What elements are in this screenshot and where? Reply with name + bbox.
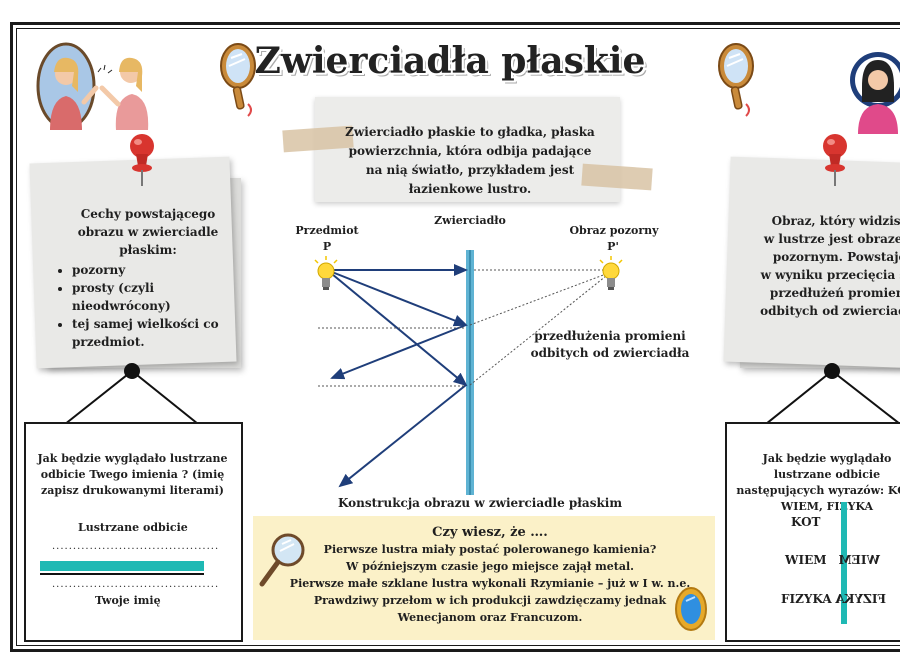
- intro-note: [315, 97, 620, 202]
- fact-line: W późniejszym czasie jego miejsce zajął …: [346, 560, 634, 573]
- virtual-image-text: Obraz, który widzisz w lustrze jest obra…: [760, 214, 900, 318]
- word-original: FIZYKA: [781, 592, 832, 606]
- did-you-know-heading: Czy wiesz, że ….: [432, 525, 548, 540]
- pushpin-icon: [823, 134, 847, 186]
- oval-mirror-icon: [675, 587, 707, 631]
- page-frame-inner: [16, 28, 900, 646]
- word-mirrored: WIEM: [838, 553, 880, 567]
- pushpin-icon: [130, 134, 154, 186]
- intro-text: Zwierciadło płaskie to gładka, płaska po…: [345, 125, 595, 196]
- word-original: WIEM: [785, 553, 827, 567]
- object-symbol: P: [322, 240, 332, 253]
- image-symbol: P': [607, 240, 619, 253]
- word-mirrored: FIZYKA: [835, 592, 886, 606]
- name-exercise-box: [24, 422, 243, 642]
- object-label: Przedmiot: [295, 224, 359, 237]
- mirror-line: [841, 502, 847, 624]
- feature-item: pozorny: [72, 261, 238, 279]
- round-mirror-icon: [259, 533, 305, 587]
- answer-line: ........................................: [52, 541, 220, 552]
- light-bulb-icon: [314, 256, 338, 290]
- mirror-label: Zwierciadło: [434, 214, 506, 227]
- fact-line: Prawdziwy przełom w ich produkcji zawdzi…: [313, 594, 667, 607]
- answer-strip: [40, 561, 204, 571]
- ray-diagram: [318, 250, 607, 495]
- words-question: Jak będzie wyglądało lustrzane odbicie n…: [736, 452, 900, 513]
- girls-mirror-illustration: [36, 42, 149, 130]
- name-question: Jak będzie wyglądało lustrzane odbicie T…: [37, 452, 228, 497]
- words-exercise-box: [725, 422, 900, 642]
- page-frame: [10, 22, 900, 652]
- did-you-know-text: Czy wiesz, że …. Pierwsze lustra miały p…: [285, 524, 695, 626]
- extension-label: przedłużenia promieni odbitych od zwierc…: [530, 329, 690, 360]
- girl-avatar-icon: [850, 52, 900, 134]
- your-name-label: Twoje imię: [95, 594, 161, 607]
- diagram-caption: Konstrukcja obrazu w zwierciadle płaskim: [337, 496, 623, 510]
- fact-line: Pierwsze lustra miały postać polerowaneg…: [323, 543, 657, 556]
- answer-line: ........................................: [52, 579, 220, 590]
- feature-item: tej samej wielkości co przedmiot.: [72, 315, 238, 351]
- fact-line: Pierwsze małe szklane lustra wykonali Rz…: [289, 577, 691, 590]
- fact-line: Wenecjanom oraz Francuzom.: [397, 611, 583, 624]
- features-heading: Cechy powstającego obrazu w zwierciadle …: [77, 207, 219, 257]
- did-you-know-panel: [253, 516, 715, 640]
- mirror-reflection-label: Lustrzane odbicie: [78, 521, 188, 534]
- page-title: Zwierciadła płaskie: [254, 40, 646, 82]
- features-list: Cechy powstającego obrazu w zwierciadle …: [58, 205, 238, 351]
- feature-item: prosty (czyli nieodwrócony): [72, 279, 238, 315]
- image-label: Obraz pozorny: [569, 224, 659, 237]
- word-original: KOT: [791, 515, 821, 529]
- light-bulb-icon: [599, 256, 623, 290]
- answer-strip-line: [40, 573, 204, 575]
- hand-mirror-icon: [718, 43, 754, 117]
- hand-mirror-icon: [220, 43, 256, 117]
